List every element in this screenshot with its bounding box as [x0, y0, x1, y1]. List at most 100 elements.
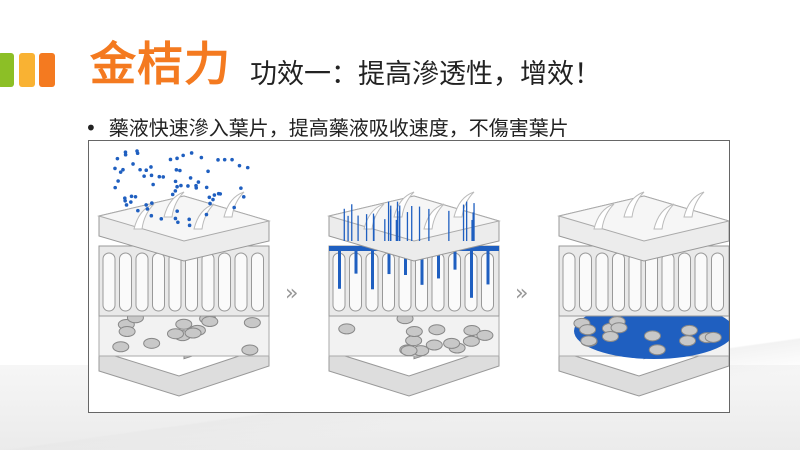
bullet-item: •藥液快速滲入葉片，提高藥液吸收速度，不傷害葉片	[85, 116, 569, 140]
spray-droplet	[204, 212, 209, 217]
spongy-cell	[243, 317, 261, 329]
liquid-drip	[404, 249, 407, 276]
spray-droplet	[113, 166, 117, 171]
spray-droplet	[149, 173, 154, 178]
spongy-cell	[201, 316, 219, 328]
spray-droplet	[222, 157, 227, 162]
arrow-2: »	[515, 281, 529, 306]
spray-droplet	[179, 183, 183, 188]
spray-droplet	[206, 169, 210, 174]
spongy-cell	[405, 326, 423, 338]
spray-droplet	[189, 151, 194, 155]
leaf-diagram	[97, 149, 729, 397]
liquid-drip	[338, 249, 341, 289]
leaf-block-spray	[97, 149, 271, 397]
liquid-drip	[371, 249, 374, 290]
spongy-cell	[143, 337, 161, 349]
spongy-cell	[462, 335, 480, 347]
spongy-cell	[680, 324, 698, 336]
spray-droplet	[145, 207, 150, 211]
spray-droplet	[135, 149, 139, 153]
spray-droplet	[178, 168, 182, 173]
spray-droplet	[159, 217, 164, 221]
leaf-surface	[327, 195, 501, 242]
spongy-cell	[338, 323, 356, 335]
spray-droplet	[187, 217, 191, 222]
spray-droplet	[216, 158, 220, 162]
lower-epidermis	[328, 345, 500, 397]
trichome	[133, 203, 155, 230]
spongy-cell	[476, 329, 494, 341]
spray-droplet	[116, 179, 120, 183]
spongy-cell	[400, 345, 418, 357]
liquid-drip	[420, 249, 424, 285]
spongy-cell	[184, 327, 202, 339]
trichome	[223, 191, 245, 218]
palisade-cell	[579, 252, 592, 312]
leaf-block-absorbed	[557, 191, 729, 397]
spray-droplet	[175, 184, 179, 189]
spray-droplet	[199, 155, 204, 160]
spongy-cell	[112, 341, 130, 353]
palisade-cell	[152, 252, 165, 312]
spray-droplet	[230, 157, 234, 162]
palisade-cell	[251, 252, 264, 312]
spray-droplet	[113, 185, 117, 190]
lower-epidermis	[98, 345, 270, 397]
leaf-surface	[557, 195, 729, 242]
spray-droplet	[161, 175, 166, 179]
spray-droplet	[144, 203, 148, 207]
trichome	[593, 203, 615, 230]
brand-title: 金桔力	[90, 37, 231, 91]
liquid-drip	[387, 249, 391, 275]
spray-droplet	[173, 179, 178, 184]
spongy-cell	[241, 344, 259, 356]
spongy-cell	[601, 330, 619, 342]
spray-droplet	[241, 195, 246, 199]
palisade-cell	[645, 252, 658, 312]
lower-epidermis	[558, 345, 729, 397]
trichome	[653, 203, 675, 230]
spongy-cell	[643, 330, 661, 342]
spray-droplet	[181, 153, 185, 158]
spray-droplet	[123, 152, 128, 157]
spray-droplet	[129, 200, 133, 204]
spray-droplet	[150, 201, 154, 205]
palisade-cell	[168, 252, 182, 312]
spray-droplet	[187, 223, 192, 228]
liquid-drip	[470, 249, 473, 298]
spongy-cell	[166, 328, 184, 340]
bullet-text: 藥液快速滲入葉片，提高藥液吸收速度，不傷害葉片	[108, 116, 569, 140]
spray-droplet	[196, 180, 201, 184]
spongy-cell	[648, 344, 666, 356]
spray-droplet	[170, 192, 175, 197]
palisade-cell	[218, 252, 231, 312]
palisade-cell	[711, 252, 724, 312]
leaf-penetration-figure: » »	[88, 140, 730, 413]
palisade-cell	[612, 252, 625, 312]
spray-droplet	[239, 186, 243, 190]
palisade-cell	[201, 252, 215, 312]
spongy-cell	[175, 318, 193, 330]
spongy-cell	[679, 335, 697, 347]
spongy-cell	[580, 335, 598, 347]
spray-droplet	[118, 170, 123, 174]
spongy-cell	[425, 339, 443, 351]
spray-droplet	[176, 220, 180, 225]
spray-droplet	[144, 168, 149, 173]
spray-droplet	[174, 168, 179, 172]
spongy-cell	[428, 324, 446, 336]
arrow-1: »	[285, 281, 299, 306]
spray-droplet	[211, 197, 215, 202]
spongy-cell	[579, 324, 597, 336]
spray-droplet	[173, 189, 178, 193]
spray-droplet	[123, 196, 127, 200]
palisade-cell	[102, 252, 116, 312]
leaf-block-penetrate	[327, 191, 501, 397]
spray-droplet	[157, 174, 162, 179]
spray-droplet	[208, 201, 212, 206]
spray-droplet	[175, 156, 179, 161]
spray-droplet	[237, 163, 242, 168]
spray-droplet	[121, 167, 125, 172]
spray-droplet	[133, 194, 138, 199]
